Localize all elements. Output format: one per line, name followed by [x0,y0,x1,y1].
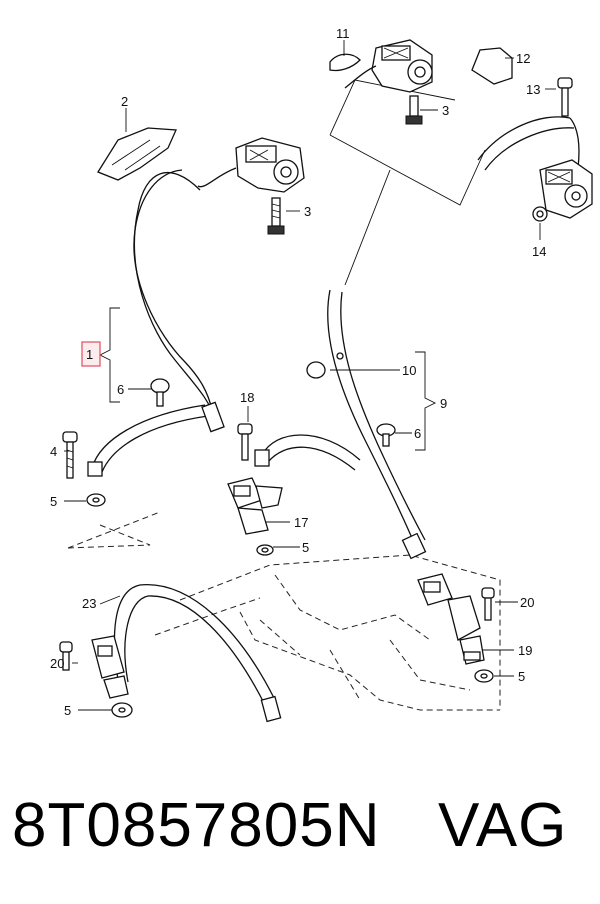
callout-20-left: 20 [50,656,64,671]
part-number: 8T0857805N [12,791,381,860]
callout-13: 13 [526,82,540,97]
rear-belt-webbing [113,584,282,723]
anchor-bolt-center [237,423,253,461]
callout-2: 2 [121,94,128,109]
callout-5-center: 5 [302,540,309,555]
center-belt-webbing [254,289,427,560]
callout-3-top: 3 [442,103,449,118]
guide-loop-10 [306,352,344,379]
callout-3-left: 3 [304,204,311,219]
callout-5-rear: 5 [64,703,71,718]
right-retractor [477,116,593,219]
anchor-bolt-front [62,431,78,479]
retractor-bolt-left [267,197,285,235]
seat-belt-exploded-diagram: 1 2 3 3 4 5 5 5 5 6 6 9 10 11 12 13 14 1… [50,26,593,723]
belt-clip-right [376,423,396,447]
callout-19: 19 [518,643,532,658]
upper-retractor [344,39,433,93]
upper-trim-bracket [97,127,177,181]
callout-4: 4 [50,444,57,459]
anchor-bolt-right [481,587,495,621]
assembly-leaders [329,79,486,286]
belt-clip-left [150,378,170,407]
callout-18: 18 [240,390,254,405]
left-buckle [91,635,129,699]
highlight-box-1 [81,341,101,367]
bolt-13 [557,77,573,117]
callout-20-right: 20 [520,595,534,610]
callout-14: 14 [532,244,546,259]
callout-labels: 1 2 3 3 4 5 5 5 5 6 6 9 10 11 12 13 14 1… [50,26,546,718]
callout-11: 11 [336,26,350,41]
center-buckle-17 [227,477,283,535]
left-belt-retractor [197,137,305,193]
callout-10: 10 [402,363,416,378]
callout-6-right: 6 [414,426,421,441]
callout-1: 1 [86,347,93,362]
right-buckle-19 [417,573,485,665]
floor-outline [67,511,501,711]
washer-right-buckle [474,669,494,683]
washer-center-buckle [256,544,274,556]
callout-12: 12 [516,51,530,66]
cover-11 [329,53,361,72]
front-belt-webbing [87,169,225,477]
callout-17: 17 [294,515,308,530]
washer-front-left [86,493,106,507]
group-bracket-9 [415,351,437,451]
retractor-bolt-top [405,95,423,125]
callout-6-left: 6 [117,382,124,397]
callout-23: 23 [82,596,96,611]
brand-label: VAG [438,791,568,860]
nut-14 [532,206,548,222]
anchor-bolt-rear-left [59,641,73,671]
callout-5-front: 5 [50,494,57,509]
trim-12 [471,47,513,85]
callout-5-right: 5 [518,669,525,684]
washer-left-buckle [111,702,133,718]
callout-leaders [64,40,556,711]
callout-9: 9 [440,396,447,411]
